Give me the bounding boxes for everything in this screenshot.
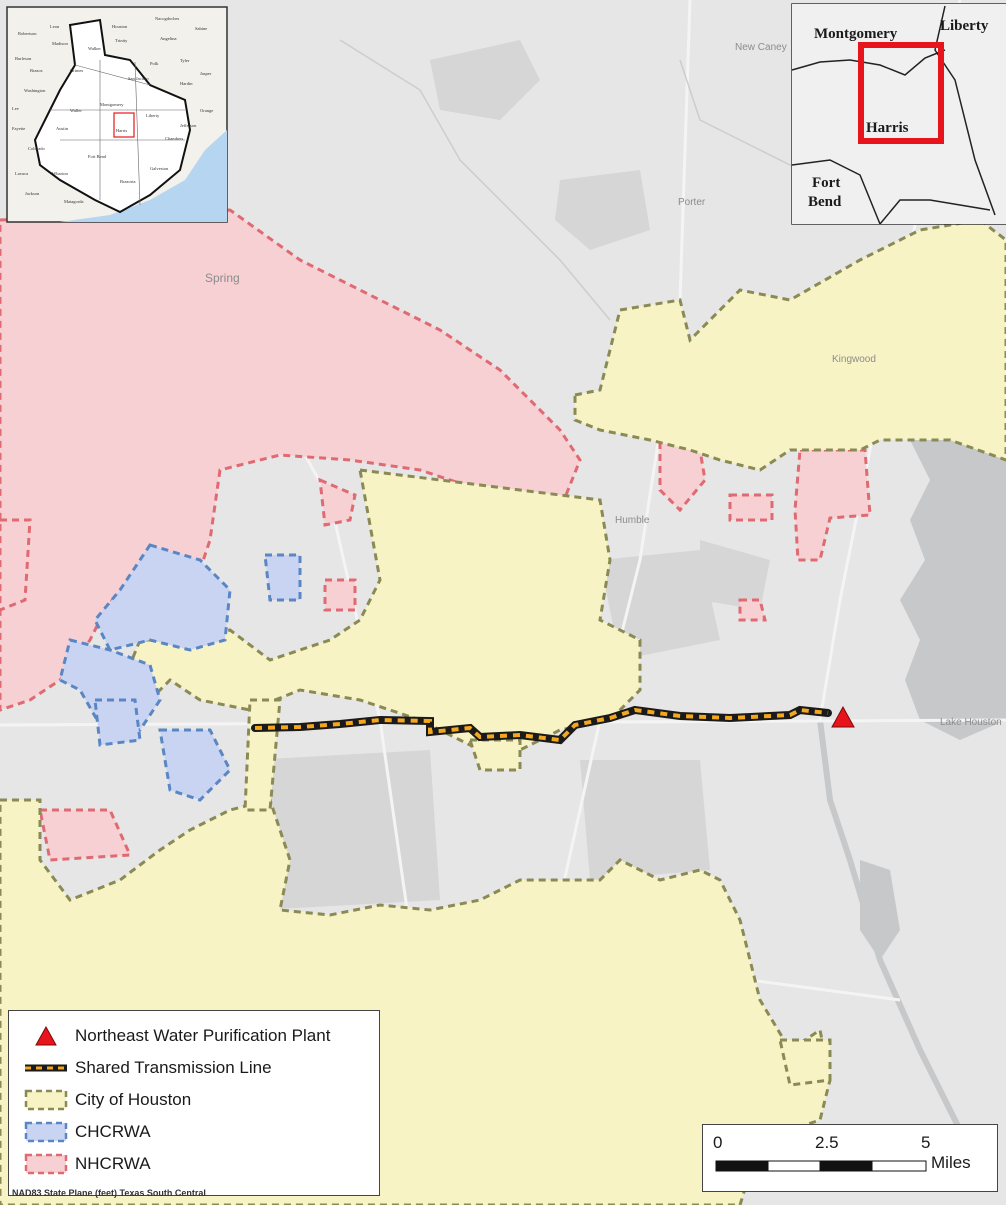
legend-item-transmission: Shared Transmission Line <box>23 1055 272 1081</box>
purification-plant-marker[interactable] <box>831 705 855 728</box>
scale-bar: 0 2.5 5 Miles <box>702 1124 998 1192</box>
inset-label-austin: Austin <box>56 126 69 131</box>
place-label-porter: Porter <box>678 197 706 208</box>
inset-harris-highlight <box>858 42 944 144</box>
inset-label-colorado: Colorado <box>28 146 45 151</box>
inset-label-brazoria: Brazoria <box>120 179 136 184</box>
inset-label-liberty: Liberty <box>146 113 160 118</box>
inset-label-lee: Lee <box>12 106 19 111</box>
inset-label-jackson: Jackson <box>25 191 40 196</box>
rivers <box>339 39 821 321</box>
inset-label-hardin: Hardin <box>180 81 193 86</box>
place-label-lake-houston: Lake Houston <box>940 717 1002 728</box>
inset-highlight-box <box>113 112 135 138</box>
inset-label-harris: Harris <box>866 120 909 136</box>
inset-label-leon: Leon <box>50 24 60 29</box>
river-channel <box>817 719 963 1132</box>
inset-label-chambers: Chambers <box>165 136 183 141</box>
inset-label-trinity: Trinity <box>115 38 128 43</box>
inset-label-washington: Washington <box>24 88 46 93</box>
inset-label-grimes: Grimes <box>70 68 83 73</box>
inset-label-jefferson: Jefferson <box>180 123 197 128</box>
scale-unit: Miles <box>931 1153 971 1172</box>
inset-label-sabine: Sabine <box>195 26 207 31</box>
scale-tick-0: 0 <box>713 1133 723 1152</box>
legend-label-chcrwa: CHCRWA <box>75 1122 151 1141</box>
inset-gulf-water <box>60 130 227 222</box>
inset-label-orange: Orange <box>200 108 213 113</box>
inset-label-montgomery: Montgomery <box>100 102 124 107</box>
inset-label-san-jacinto: San Jacinto <box>128 76 149 81</box>
inset-label-bend: Bend <box>808 194 842 210</box>
inset-harris-locator: Montgomery Liberty Harris Fort Bend <box>791 3 1006 225</box>
inset-label-angelina: Angelina <box>160 36 177 41</box>
inset-label-fort: Fort <box>812 175 840 191</box>
inset-label-waller: Waller <box>70 108 82 113</box>
red-triangle-icon <box>23 1025 69 1047</box>
legend-item-houston: City of Houston <box>23 1087 191 1113</box>
place-label-kingwood: Kingwood <box>832 354 876 365</box>
legend-item-plant: Northeast Water Purification Plant <box>23 1023 330 1049</box>
shared-transmission-line <box>251 705 832 745</box>
projection-note: NAD83 State Plane (feet) Texas South Cen… <box>12 1188 206 1198</box>
inset-label-wharton: Wharton <box>52 171 68 176</box>
inset-label-montgomery: Montgomery <box>814 26 898 42</box>
nhcrwa-polygon-icon <box>23 1153 69 1175</box>
legend-label-houston: City of Houston <box>75 1090 192 1109</box>
legend-label-plant: Northeast Water Purification Plant <box>75 1026 331 1045</box>
inset-label-fayette: Fayette <box>12 126 25 131</box>
inset-label-polk: Polk <box>150 61 159 66</box>
legend-label-nhcrwa: NHCRWA <box>75 1154 151 1173</box>
scale-tick-2-5: 2.5 <box>815 1133 839 1152</box>
transmission-line-icon <box>23 1057 69 1079</box>
place-label-new-caney: New Caney <box>735 42 787 53</box>
legend-item-nhcrwa: NHCRWA <box>23 1151 151 1177</box>
inset-label-brazos: Brazos <box>30 68 43 73</box>
urban-areas <box>250 40 770 910</box>
place-label-humble: Humble <box>615 515 650 526</box>
houston-polygon-icon <box>23 1089 69 1111</box>
inset-label-liberty: Liberty <box>940 18 989 34</box>
lake-houston-water <box>900 390 1006 740</box>
legend-item-chcrwa: CHCRWA <box>23 1119 151 1145</box>
inset-label-fort-bend: Fort Bend <box>88 154 107 159</box>
inset-label-walker: Walker <box>88 46 101 51</box>
place-label-spring: Spring <box>205 271 240 285</box>
inset-label-houston: Houston <box>112 24 128 29</box>
inset-label-tyler: Tyler <box>180 58 190 63</box>
inset-label-robertson: Robertson <box>18 31 37 36</box>
legend: Northeast Water Purification Plant Share… <box>8 1010 380 1196</box>
inset-label-matagorda: Matagorda <box>64 199 84 204</box>
inset-region-outline <box>33 18 192 214</box>
inset-regional-overview: Walker Montgomery Liberty Harris Fort Be… <box>6 6 228 223</box>
chcrwa-polygon-icon <box>23 1121 69 1143</box>
chcrwa-districts <box>58 543 302 802</box>
inset-label-burleson: Burleson <box>15 56 32 61</box>
houston-central-region <box>118 468 642 762</box>
scale-tick-5: 5 <box>921 1133 931 1152</box>
scale-bar-graphic <box>715 1160 927 1172</box>
inset-label-nacogdoches: Nacogdoches <box>155 16 179 21</box>
houston-north-region <box>573 218 1006 472</box>
legend-label-transmission: Shared Transmission Line <box>75 1058 272 1077</box>
inset-label-jasper: Jasper <box>200 71 212 76</box>
inset-label-lavaca: Lavaca <box>15 171 28 176</box>
inset-label-galveston: Galveston <box>150 166 169 171</box>
inset-label-madison: Madison <box>52 41 69 46</box>
inset-label-harris: Harris <box>116 128 127 133</box>
